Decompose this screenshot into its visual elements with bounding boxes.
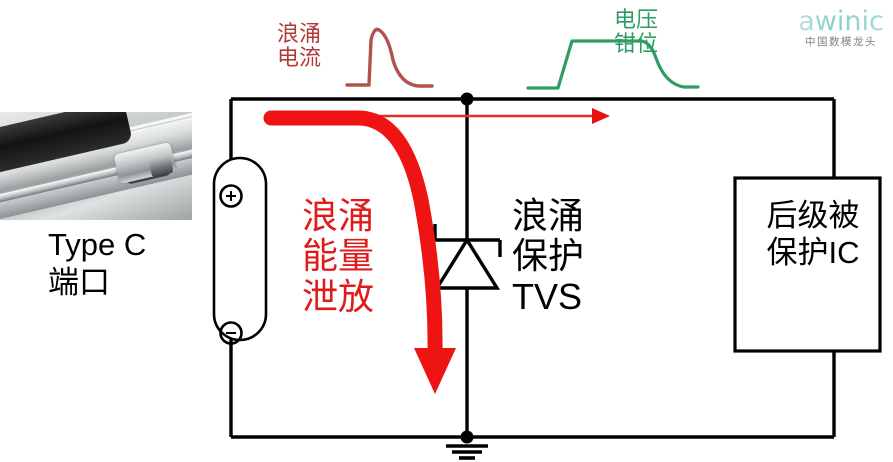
- tvs-diode-symbol: [433, 224, 502, 290]
- surge-current-label: 浪涌 电流: [277, 21, 322, 70]
- surge-discharge-arrow-thick: [263, 110, 456, 394]
- surge-current-waveform: [345, 27, 434, 88]
- connector-outline: [212, 156, 268, 342]
- ground-symbol: [446, 444, 488, 460]
- type-c-port-caption: Type C 端口: [48, 227, 147, 301]
- protected-ic-box: [733, 176, 882, 353]
- surge-protection-tvs-label: 浪涌 保护 TVS: [512, 195, 585, 317]
- type-c-connector-symbol: [212, 156, 268, 345]
- awinic-logo: awinic 中国数模龙头: [793, 8, 889, 48]
- connector-minus-terminal: [219, 321, 243, 345]
- surge-energy-discharge-label: 浪涌 能量 泄放: [302, 195, 375, 317]
- top-junction-dot: [460, 92, 474, 106]
- circuit-wires: [229, 97, 836, 439]
- tvs-anode-triangle: [433, 236, 501, 290]
- protected-ic-label: 后级被 保护IC: [766, 198, 860, 270]
- brand-wordmark: awinic: [793, 8, 889, 35]
- connector-plus-terminal: [219, 184, 243, 208]
- voltage-clamp-label: 电压 钳位: [614, 7, 659, 56]
- usb-type-c-connector-photo: [0, 112, 192, 220]
- brand-tagline: 中国数模龙头: [805, 36, 877, 48]
- voltage-clamp-waveform: [526, 39, 700, 90]
- bottom-junction-dot: [460, 430, 474, 444]
